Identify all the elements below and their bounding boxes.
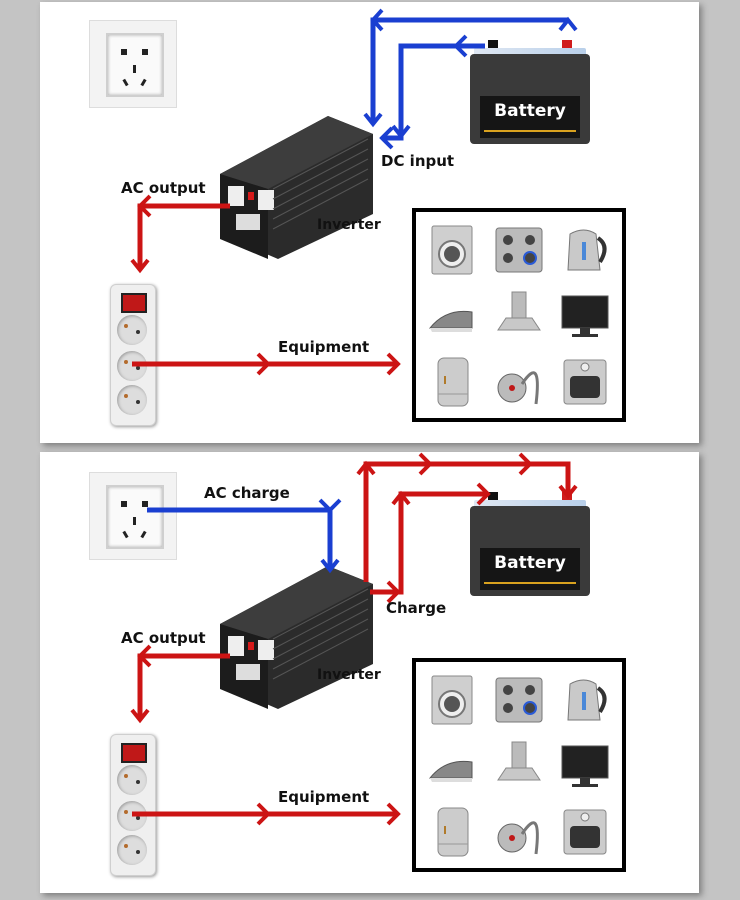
tv-monitor-icon bbox=[552, 732, 618, 798]
flow-arrows bbox=[130, 8, 578, 376]
negative-terminal bbox=[488, 492, 498, 502]
diagram-panel-charge-mode: Battery AC charge Charge bbox=[40, 452, 699, 893]
power-switch bbox=[121, 293, 147, 313]
negative-terminal bbox=[488, 40, 498, 50]
wall-socket bbox=[89, 472, 177, 560]
gas-stove-icon bbox=[486, 666, 552, 732]
wall-socket bbox=[89, 20, 177, 108]
inverter-unit bbox=[220, 566, 373, 709]
dc-input-label: DC input bbox=[381, 152, 455, 170]
washing-machine-icon bbox=[420, 216, 486, 282]
ac-output-line bbox=[137, 203, 230, 270]
gas-stove-icon bbox=[486, 216, 552, 282]
equipment-label: Equipment bbox=[278, 788, 370, 806]
power-switch bbox=[121, 743, 147, 763]
washing-machine-icon bbox=[420, 666, 486, 732]
ac-output-label: AC output bbox=[121, 179, 206, 197]
equipment-label: Equipment bbox=[278, 338, 370, 356]
ac-charge-arrow bbox=[147, 507, 333, 570]
range-hood-icon bbox=[486, 732, 552, 798]
power-strip bbox=[110, 734, 156, 876]
iron-icon bbox=[420, 732, 486, 798]
range-hood-icon bbox=[486, 282, 552, 348]
battery-label: Battery bbox=[494, 101, 566, 121]
charge-label: Charge bbox=[386, 599, 447, 617]
charge-outer-line bbox=[363, 461, 571, 582]
ac-charge-label: AC charge bbox=[204, 484, 290, 502]
battery: Battery bbox=[470, 36, 590, 144]
battery-label: Battery bbox=[494, 553, 566, 573]
ac-output-label: AC output bbox=[121, 629, 206, 647]
inverter-label: Inverter bbox=[317, 667, 381, 683]
positive-terminal bbox=[562, 40, 572, 50]
battery: Battery bbox=[470, 488, 590, 596]
vacuum-cleaner-icon bbox=[486, 348, 552, 414]
dc-arrows bbox=[370, 17, 568, 141]
refrigerator-icon bbox=[420, 348, 486, 414]
appliance-grid bbox=[412, 208, 626, 422]
dc-inner-line bbox=[382, 43, 485, 141]
inverter-unit bbox=[220, 116, 373, 259]
refrigerator-icon bbox=[420, 798, 486, 864]
kettle-icon bbox=[552, 216, 618, 282]
charge-arrows bbox=[363, 461, 571, 595]
diagram-panel-inverter-mode: Battery DC input AC output Inverter Equi… bbox=[40, 2, 699, 443]
inverter-label: Inverter bbox=[317, 217, 381, 233]
oven-icon bbox=[552, 348, 618, 414]
kettle-icon bbox=[552, 666, 618, 732]
charge-inner-line bbox=[370, 491, 488, 595]
tv-monitor-icon bbox=[552, 282, 618, 348]
appliance-grid bbox=[412, 658, 626, 872]
vacuum-cleaner-icon bbox=[486, 798, 552, 864]
flow-arrows bbox=[130, 452, 578, 826]
oven-icon bbox=[552, 798, 618, 864]
iron-icon bbox=[420, 282, 486, 348]
